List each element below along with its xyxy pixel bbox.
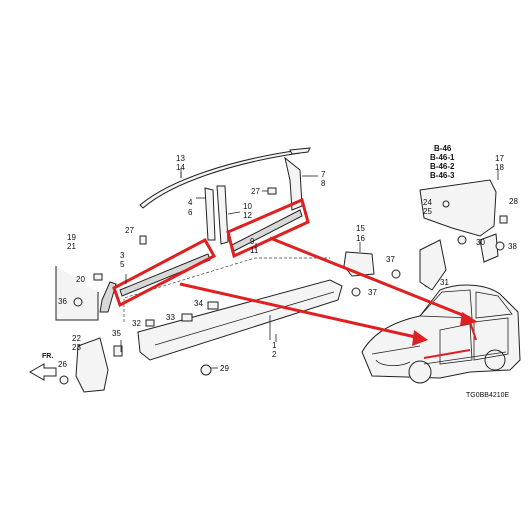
callout-36: 36 bbox=[58, 297, 67, 306]
quarter-garnish-bracket bbox=[55, 266, 99, 321]
callout-15: 15 bbox=[356, 224, 365, 233]
callout-28: 28 bbox=[509, 197, 518, 206]
callout-23: 23 bbox=[72, 343, 81, 352]
callout-18: 18 bbox=[495, 163, 504, 172]
callout-10: 10 bbox=[243, 202, 252, 211]
arrow-rear-to-car bbox=[269, 236, 478, 326]
sill-assembly-outline bbox=[123, 257, 330, 322]
diagram-code: TG0BB4210E bbox=[466, 392, 510, 399]
callout-19: 19 bbox=[67, 233, 76, 242]
callout-32: 32 bbox=[132, 319, 141, 328]
callout-35: 35 bbox=[112, 329, 121, 338]
clip-32 bbox=[145, 319, 155, 327]
callout-27-upper: 27 bbox=[251, 187, 260, 196]
quarter-garnish bbox=[99, 281, 117, 313]
callout-2: 2 bbox=[272, 350, 277, 359]
ref-code-4: B-46-3 bbox=[430, 171, 455, 180]
ref-code-2: B-46-1 bbox=[430, 153, 455, 162]
clip-30 bbox=[457, 235, 467, 245]
clip-24-25 bbox=[442, 200, 450, 208]
clip-28 bbox=[499, 215, 508, 224]
callout-4: 4 bbox=[188, 198, 193, 207]
roof-molding-end bbox=[289, 147, 311, 155]
arrow-front-to-car bbox=[179, 282, 428, 346]
clip-37-upper bbox=[391, 269, 401, 279]
callout-9: 9 bbox=[250, 237, 255, 246]
screw-35 bbox=[113, 345, 123, 357]
callout-26: 26 bbox=[58, 360, 67, 369]
clip-27-upper bbox=[262, 187, 277, 195]
callout-14: 14 bbox=[176, 163, 185, 172]
callout-24: 24 bbox=[423, 198, 432, 207]
highlight-on-car-rear bbox=[469, 321, 477, 341]
fr-label: FR. bbox=[42, 353, 53, 360]
mudguard-extension bbox=[479, 233, 499, 263]
car-illustration bbox=[361, 284, 521, 384]
callout-13: 13 bbox=[176, 154, 185, 163]
callout-3: 3 bbox=[120, 251, 125, 260]
a-pillar-garnish bbox=[204, 187, 216, 241]
callout-7: 7 bbox=[321, 170, 326, 179]
highlight-front-door-molding bbox=[112, 237, 217, 308]
ref-code-1: B-46 bbox=[434, 144, 452, 153]
callout-29: 29 bbox=[220, 364, 229, 373]
callout-8: 8 bbox=[321, 179, 326, 188]
callout-20: 20 bbox=[76, 275, 85, 284]
callout-17: 17 bbox=[495, 154, 504, 163]
rear-mudguard bbox=[419, 179, 497, 237]
callout-33: 33 bbox=[166, 313, 175, 322]
callout-25: 25 bbox=[423, 207, 432, 216]
clip-27-lower bbox=[139, 235, 147, 245]
clip-20 bbox=[93, 273, 103, 281]
screw-26 bbox=[59, 375, 69, 385]
clip-33 bbox=[181, 313, 193, 322]
highlight-on-car bbox=[423, 349, 471, 359]
front-direction-arrow: FR. bbox=[28, 353, 57, 381]
clip-37-lower bbox=[351, 287, 361, 297]
highlight-rear-door-molding bbox=[226, 197, 310, 259]
callout-5: 5 bbox=[120, 260, 125, 269]
callout-30: 30 bbox=[476, 238, 485, 247]
clip-34 bbox=[207, 301, 219, 310]
b-pillar-garnish bbox=[216, 185, 229, 245]
callout-31: 31 bbox=[440, 278, 449, 287]
ref-code-3: B-46-2 bbox=[430, 162, 455, 171]
clip-36 bbox=[73, 297, 83, 307]
callout-22: 22 bbox=[72, 334, 81, 343]
callout-1: 1 bbox=[272, 341, 277, 350]
callout-37-lower: 37 bbox=[368, 288, 377, 297]
clip-38 bbox=[495, 241, 505, 251]
callout-38: 38 bbox=[508, 242, 517, 251]
front-mudguard bbox=[75, 337, 109, 393]
rear-pillar-garnish bbox=[284, 156, 303, 211]
callout-37-upper: 37 bbox=[386, 255, 395, 264]
callout-27-lower: 27 bbox=[125, 226, 134, 235]
clip-29 bbox=[200, 364, 218, 376]
callout-21: 21 bbox=[67, 242, 76, 251]
rear-mudflap bbox=[419, 239, 447, 291]
callout-11: 11 bbox=[250, 246, 259, 255]
callout-6: 6 bbox=[188, 208, 193, 217]
callout-34: 34 bbox=[194, 299, 203, 308]
callout-12: 12 bbox=[243, 211, 252, 220]
front-door-molding bbox=[119, 253, 211, 297]
callout-16: 16 bbox=[356, 234, 365, 243]
